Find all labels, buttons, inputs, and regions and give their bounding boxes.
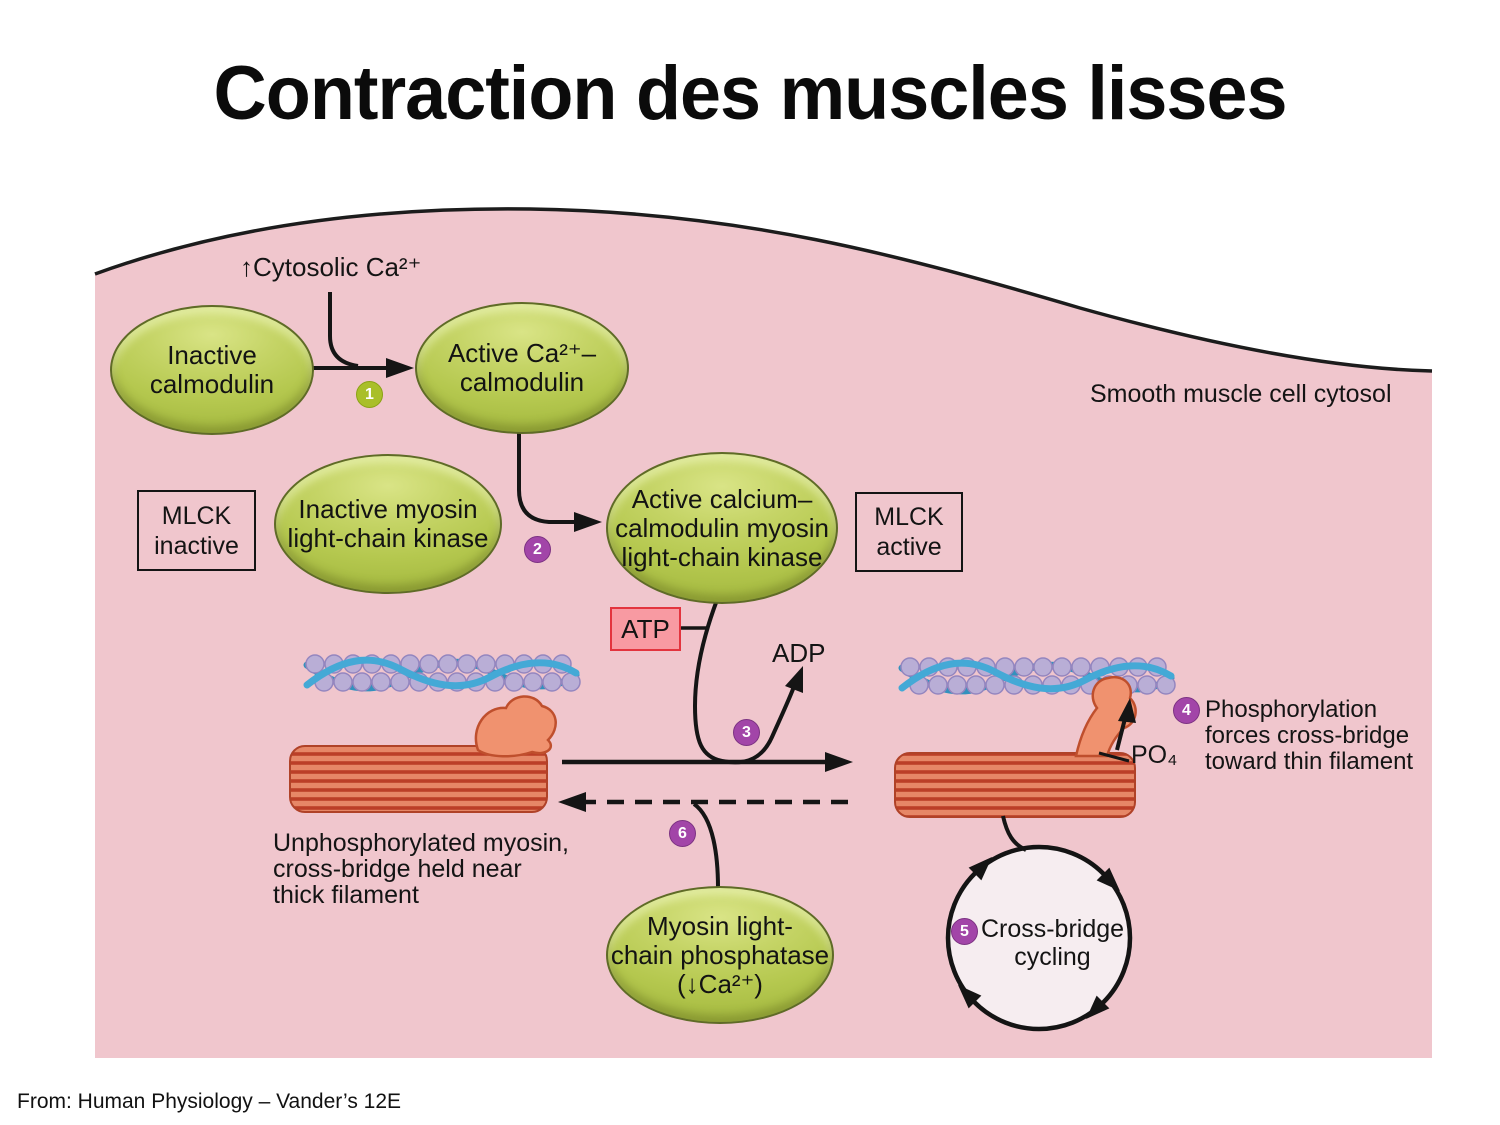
oval-active-ca-calmodulin: Active Ca²⁺– calmodulin	[415, 302, 629, 434]
unphosphorylated-text: Unphosphorylated myosin, cross-bridge he…	[273, 829, 569, 909]
step-badge-6: 6	[669, 820, 696, 847]
po4-pointer	[1098, 751, 1130, 763]
oval-inactive-calmodulin: Inactive calmodulin	[110, 305, 314, 435]
phosphatase-connector	[692, 802, 720, 889]
arrowhead-step2	[574, 512, 602, 532]
cycling-arrowheads	[958, 857, 1120, 1019]
arrowhead-step4	[1118, 698, 1136, 723]
arrowhead-dephosphorylate	[558, 792, 586, 812]
cycling-label: Cross-bridge cycling	[980, 915, 1125, 971]
step-badge-1: 1	[356, 381, 383, 408]
arrowhead-adp	[785, 666, 803, 693]
thick-filament-right	[894, 752, 1136, 818]
cytosol-label: Smooth muscle cell cytosol	[1090, 380, 1392, 408]
oval-active-mlck: Active calcium– calmodulin myosin light-…	[606, 452, 838, 604]
step-badge-4: 4	[1173, 697, 1200, 724]
adp-label: ADP	[772, 638, 826, 668]
step-badge-2: 2	[524, 536, 551, 563]
page-title: Contraction des muscles lisses	[213, 51, 1287, 136]
po4-label: PO₄	[1131, 741, 1178, 769]
oval-inactive-mlck: Inactive myosin light-chain kinase	[274, 454, 502, 594]
arrow-step1	[312, 292, 396, 370]
cross-bridge-left	[474, 695, 557, 758]
thick-filament-left	[289, 745, 548, 813]
mlck-inactive-box: MLCK inactive	[137, 490, 256, 571]
atp-box: ATP	[610, 607, 681, 651]
cytosolic-ca-label: ↑Cytosolic Ca²⁺	[240, 252, 422, 282]
source-attribution: From: Human Physiology – Vander’s 12E	[17, 1090, 402, 1113]
cycling-circle	[945, 844, 1133, 1032]
cycling-entry	[1001, 815, 1027, 852]
step4-text: Phosphorylation forces cross-bridge towa…	[1205, 696, 1414, 775]
arrow-step2	[517, 430, 582, 524]
step-badge-5: 5	[951, 918, 978, 945]
cell-membrane	[94, 207, 1433, 373]
oval-phosphatase: Myosin light- chain phosphatase (↓Ca²⁺)	[606, 886, 834, 1024]
mlck-active-box: MLCK active	[855, 492, 963, 572]
step-badge-3: 3	[733, 719, 760, 746]
cell-body	[95, 208, 1432, 1059]
arrowhead-step1	[386, 358, 414, 378]
arrowhead-phosphorylate	[825, 752, 853, 772]
